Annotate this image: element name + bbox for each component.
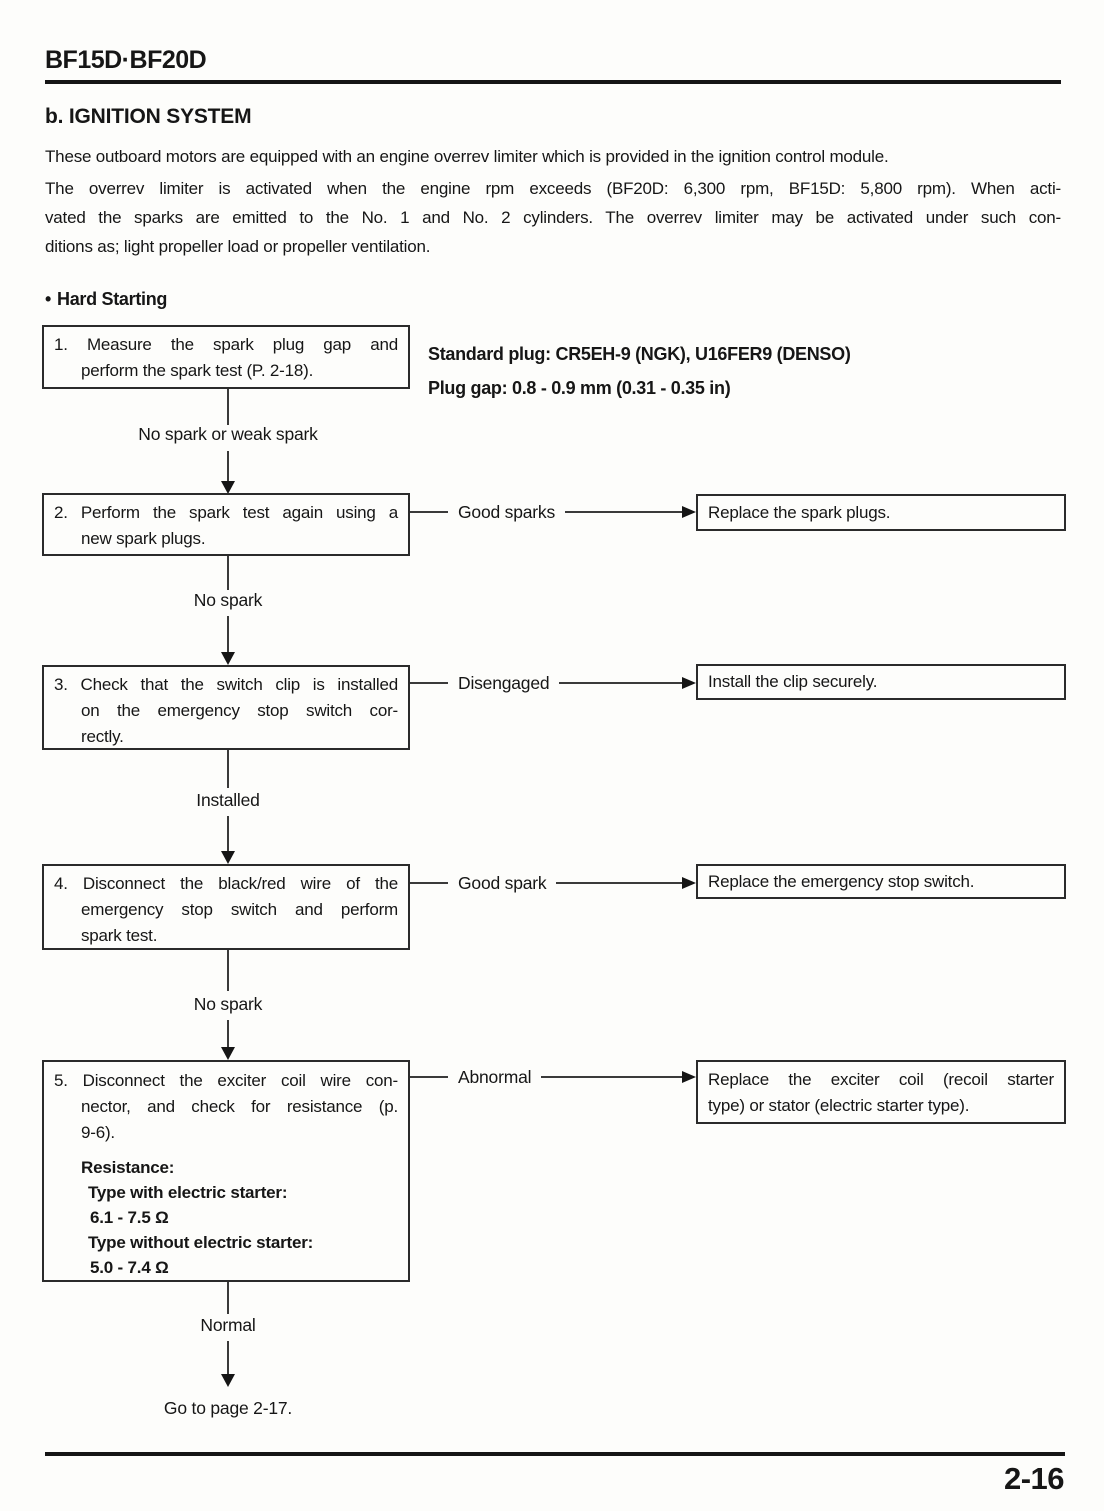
arrow-down-icon (221, 1374, 235, 1387)
page-number: 2-16 (1003, 1461, 1065, 1496)
flow-step-4-box: 4. Disconnect the black/red wire of the … (42, 864, 410, 950)
connector-line (410, 682, 448, 684)
result-text: Replace the spark plugs. (708, 502, 891, 522)
connector-line (227, 750, 229, 788)
step-text-line: 5. Disconnect the exciter coil wire con- (54, 1071, 398, 1090)
connector-line (410, 1076, 448, 1078)
arrow-right-icon (682, 506, 696, 518)
connector-line (556, 882, 682, 884)
subsection-label: Hard Starting (57, 289, 168, 309)
resistance-value: 6.1 - 7.5 Ω (90, 1208, 169, 1227)
paragraph-line: ditions as; light propeller load or prop… (45, 237, 431, 256)
branch-condition-label: Good sparks (458, 501, 556, 522)
paragraph-line: The overrev limiter is activated when th… (45, 179, 1061, 198)
step-text-line: nector, and check for resistance (p. (81, 1097, 398, 1116)
connector-line (541, 1076, 682, 1078)
result-box: Replace the exciter coil (recoil starter… (696, 1060, 1066, 1124)
step-text-line: 3. Check that the switch clip is install… (54, 675, 398, 694)
condition-label: Installed (196, 790, 260, 810)
result-text: Install the clip securely. (708, 672, 878, 691)
intro-paragraph-2: The overrev limiter is activated when th… (45, 174, 1061, 261)
condition-label: Normal (200, 1315, 256, 1335)
subsection-heading: •Hard Starting (45, 289, 167, 310)
branch-condition-label: Good spark (458, 872, 547, 893)
connector-line (227, 950, 229, 991)
resistance-type-label: Type without electric starter: (88, 1233, 314, 1252)
result-box: Replace the emergency stop switch. (696, 864, 1066, 899)
paragraph-line: vated the sparks are emitted to the No. … (45, 208, 1061, 227)
result-box: Replace the spark plugs. (696, 494, 1066, 531)
connector-line (410, 882, 448, 884)
branch-connector: Good spark (410, 871, 696, 895)
branch-condition-label: Abnormal (458, 1066, 532, 1087)
bullet-icon: • (45, 289, 52, 309)
result-text-line: Replace the exciter coil (recoil starter (708, 1070, 1054, 1089)
arrow-down-icon (221, 481, 235, 494)
condition-label: No spark (193, 590, 263, 610)
standard-plug-spec: Standard plug: CR5EH-9 (NGK), U16FER9 (D… (428, 344, 851, 364)
step-text-line: rectly. (81, 727, 124, 746)
resistance-title: Resistance: (81, 1158, 175, 1177)
branch-connector: Good sparks (410, 500, 696, 524)
step-text-line: perform the spark test (P. 2-18). (81, 361, 314, 380)
result-box: Install the clip securely. (696, 664, 1066, 700)
branch-connector: Abnormal (410, 1065, 696, 1089)
flow-step-5-box: 5. Disconnect the exciter coil wire con-… (42, 1060, 410, 1282)
connector-line (227, 1282, 229, 1314)
flow-step-1-box: 1. Measure the spark plug gap and perfor… (42, 325, 410, 389)
connector-line (410, 511, 448, 513)
arrow-down-icon (221, 851, 235, 864)
arrow-right-icon (682, 877, 696, 889)
plug-gap-spec: Plug gap: 0.8 - 0.9 mm (0.31 - 0.35 in) (428, 378, 731, 398)
condition-label: No spark or weak spark (138, 424, 318, 444)
branch-connector: Disengaged (410, 671, 696, 695)
step-text-line: 4. Disconnect the black/red wire of the (54, 874, 398, 893)
step-text-line: spark test. (81, 926, 158, 945)
footer-rule (45, 1452, 1065, 1456)
header-rule (45, 80, 1061, 84)
connector-line (227, 616, 229, 652)
connector-line (227, 556, 229, 590)
step-text-line: 9-6). (81, 1123, 115, 1142)
arrow-down-icon (221, 652, 235, 665)
connector-line (565, 511, 682, 513)
step-text-line: 1. Measure the spark plug gap and (54, 335, 398, 354)
arrow-down-icon (221, 1047, 235, 1060)
connector-line (227, 1341, 229, 1375)
connector-line (227, 816, 229, 852)
intro-paragraph-1: These outboard motors are equipped with … (45, 147, 889, 166)
model-header: BF15D·BF20D (45, 46, 207, 74)
step-text-line: on the emergency stop switch cor- (81, 701, 398, 720)
flow-step-2-box: 2. Perform the spark test again using a … (42, 493, 410, 556)
step-text-line: new spark plugs. (81, 529, 206, 548)
connector-line (227, 451, 229, 482)
goto-page-reference: Go to page 2-17. (163, 1398, 293, 1418)
connector-line (559, 682, 682, 684)
step-text-line: 2. Perform the spark test again using a (54, 503, 398, 522)
arrow-right-icon (682, 677, 696, 689)
resistance-type-label: Type with electric starter: (88, 1183, 288, 1202)
flow-step-3-box: 3. Check that the switch clip is install… (42, 665, 410, 750)
section-title: b. IGNITION SYSTEM (45, 105, 252, 128)
connector-line (227, 1020, 229, 1048)
result-text: Replace the emergency stop switch. (708, 871, 975, 891)
condition-label: No spark (193, 994, 263, 1014)
result-text-line: type) or stator (electric starter type). (708, 1096, 970, 1115)
step-text-line: emergency stop switch and perform (81, 900, 398, 919)
resistance-spec-block: Resistance: Type with electric starter: … (54, 1155, 398, 1280)
resistance-value: 5.0 - 7.4 Ω (90, 1258, 169, 1277)
arrow-right-icon (682, 1071, 696, 1083)
branch-condition-label: Disengaged (458, 672, 550, 693)
connector-line (227, 389, 229, 425)
